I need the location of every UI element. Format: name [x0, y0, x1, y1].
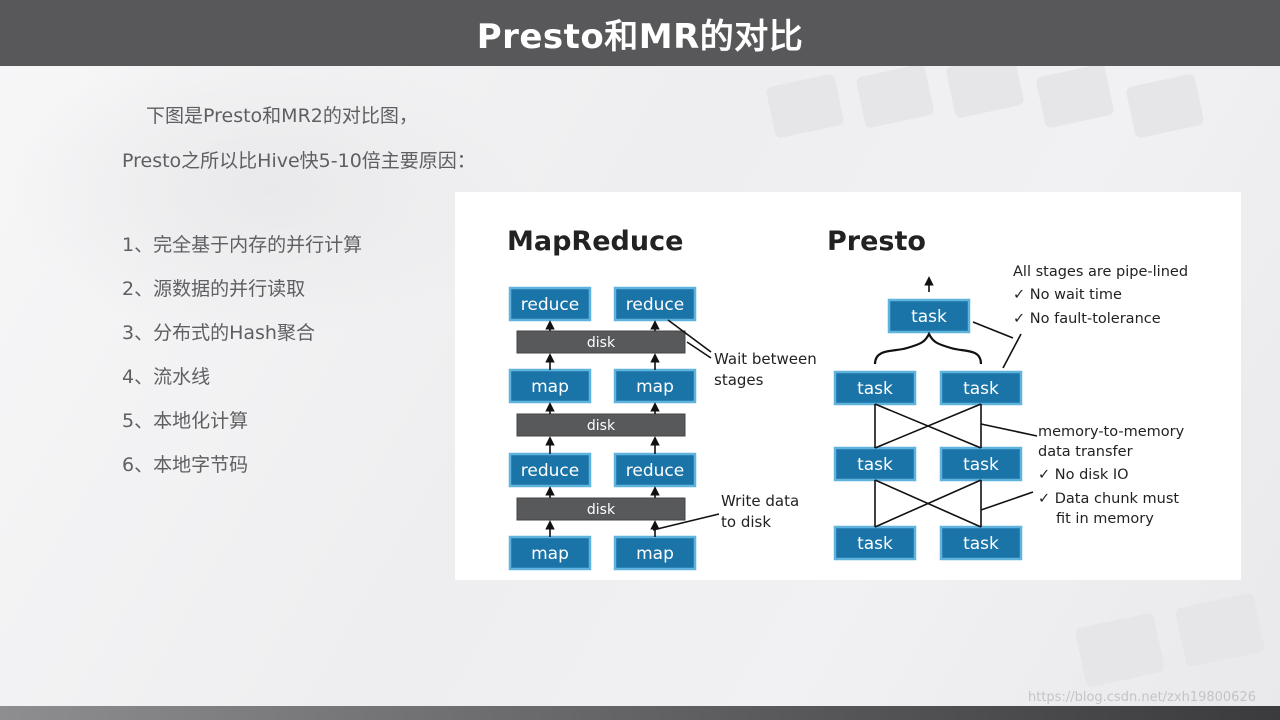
disk-label: disk [587, 335, 616, 351]
task-box [887, 298, 971, 334]
reason-item: 6、本地字节码 [122, 454, 249, 476]
disk-bar [516, 497, 686, 521]
reason-list: 1、完全基于内存的并行计算 2、源数据的并行读取 3、分布式的Hash聚合 4、… [122, 232, 362, 496]
note-pipeline-line2: ✓ No wait time [1013, 287, 1122, 303]
reason-item: 1、完全基于内存的并行计算 [122, 234, 363, 256]
note-pipeline-pointer [972, 321, 1014, 339]
note-wait-pointer [667, 319, 712, 353]
disk-label: disk [587, 502, 616, 518]
disk-label: disk [587, 418, 616, 434]
reduce-box-label: reduce [626, 295, 684, 315]
reduce-box [508, 286, 592, 322]
note-memory-pointer [980, 491, 1034, 511]
diagram-canvas: MapReduce reduce reduce map map reduce reduce m… [507, 226, 1188, 571]
intro-line-1: 下图是Presto和MR2的对比图， [146, 105, 418, 127]
merge-brace [873, 331, 983, 365]
note-write-pointer [652, 513, 720, 531]
map-box-label: map [531, 377, 569, 397]
note-write-line1: Write data [721, 492, 799, 510]
bottom-strip [0, 706, 1280, 720]
map-box [613, 368, 697, 404]
note-wait-line1: Wait between [714, 350, 817, 368]
reduce-box [613, 286, 697, 322]
note-wait-line2: stages [714, 371, 764, 389]
mapreduce-title: MapReduce [507, 226, 683, 257]
keyboard-key [1174, 592, 1266, 668]
note-memory-line1: memory-to-memory [1038, 424, 1185, 440]
task-box-label: task [857, 534, 893, 554]
watermark: https://blog.csdn.net/zxh19800626 [1028, 690, 1256, 705]
keyboard-key [1125, 73, 1205, 139]
connector-line [874, 403, 982, 449]
map-box-label: map [636, 544, 674, 564]
note-memory-line3: ✓ No disk IO [1038, 467, 1129, 483]
reduce-box-label: reduce [626, 461, 684, 481]
task-box [833, 446, 917, 482]
keyboard-key [1035, 63, 1115, 129]
task-box-label: task [857, 455, 893, 475]
reduce-box [613, 452, 697, 488]
task-box-label: task [963, 455, 999, 475]
disk-bar [516, 330, 686, 354]
note-pipeline-pointer [1002, 333, 1022, 369]
reason-item: 3、分布式的Hash聚合 [122, 322, 315, 344]
note-memory-line2: data transfer [1038, 444, 1133, 460]
note-pipeline-line1: All stages are pipe-lined [1013, 264, 1188, 280]
keyboard-key [765, 73, 845, 139]
map-box-label: map [531, 544, 569, 564]
note-memory-line5: fit in memory [1056, 511, 1154, 527]
note-pipeline-line3: ✓ No fault-tolerance [1013, 311, 1161, 327]
note-write-line2: to disk [721, 513, 771, 531]
note-memory-pointer [980, 423, 1038, 437]
reason-item: 4、流水线 [122, 366, 211, 388]
keyboard-key [855, 63, 935, 129]
task-box [939, 370, 1023, 406]
task-box-label: task [857, 379, 893, 399]
task-box [939, 525, 1023, 561]
task-box-label: task [963, 534, 999, 554]
intro-line-2: Presto之所以比Hive快5-10倍主要原因： [122, 150, 476, 172]
task-box-label: task [911, 307, 947, 327]
task-box-label: task [963, 379, 999, 399]
map-box-label: map [636, 377, 674, 397]
presto-title: Presto [827, 226, 926, 257]
disk-bar [516, 413, 686, 437]
comparison-diagram: MapReduce reduce reduce map map reduce reduce m… [455, 192, 1241, 580]
reduce-box-label: reduce [521, 295, 579, 315]
note-wait-pointer [686, 341, 712, 359]
title-bar: Presto和MR的对比 [0, 0, 1280, 66]
keyboard-key [1074, 612, 1166, 688]
reason-item: 5、本地化计算 [122, 410, 249, 432]
note-memory-line4: ✓ Data chunk must [1038, 491, 1179, 507]
connector-line [874, 479, 982, 528]
reason-item: 2、源数据的并行读取 [122, 278, 306, 300]
map-box [508, 535, 592, 571]
reduce-box-label: reduce [521, 461, 579, 481]
slide-title: Presto和MR的对比 [476, 16, 804, 57]
map-box [508, 368, 592, 404]
